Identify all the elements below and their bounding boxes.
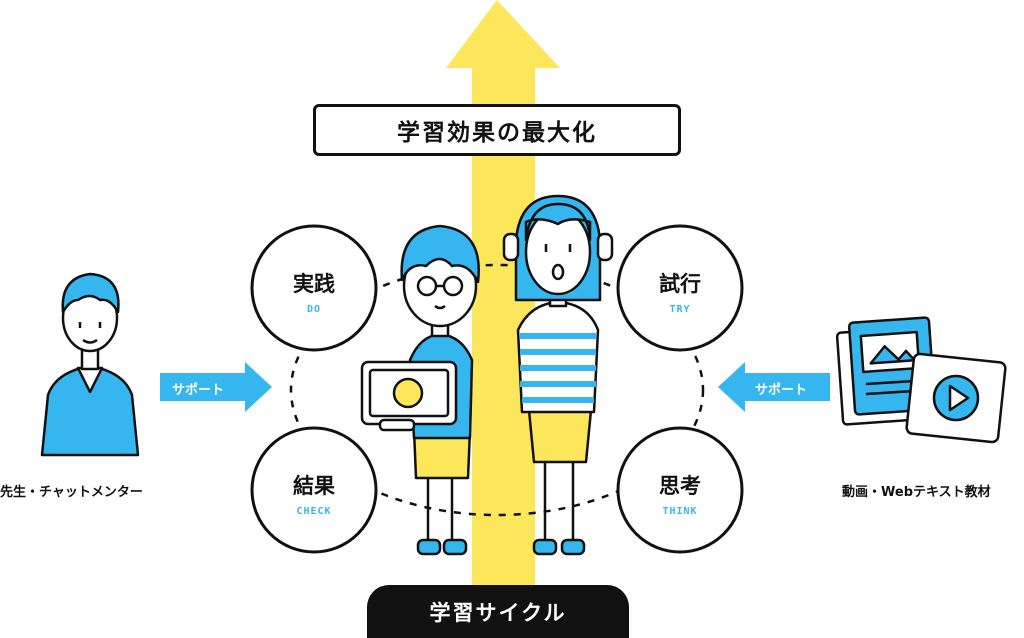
step-do-en: DO: [306, 304, 322, 315]
support-arrow-right: [718, 362, 830, 412]
step-try-en: TRY: [669, 304, 691, 315]
step-try-jp: 試行: [659, 272, 701, 296]
media-icons: [835, 316, 1007, 444]
step-check: 結果 CHECK: [249, 470, 379, 517]
boy-figure: [360, 224, 480, 556]
teacher-figure: [40, 272, 140, 457]
support-right-label: サポート: [755, 383, 808, 398]
teacher-label: 先生・チャットメンター: [0, 485, 143, 500]
step-do-jp: 実践: [293, 272, 335, 296]
step-do: 実践 DO: [249, 268, 379, 315]
step-think-jp: 思考: [659, 474, 701, 498]
step-try: 試行 TRY: [615, 268, 745, 315]
media-label: 動画・Webテキスト教材: [842, 485, 991, 500]
step-check-jp: 結果: [293, 474, 335, 498]
step-circles: [250, 224, 744, 554]
step-check-en: CHECK: [296, 506, 332, 517]
cycle-ring: [289, 263, 705, 517]
title-box: 学習効果の最大化: [313, 104, 681, 156]
support-left-label: サポート: [172, 383, 225, 398]
step-think-en: THINK: [662, 506, 698, 517]
support-arrow-left: [160, 362, 272, 412]
step-think: 思考 THINK: [615, 470, 745, 517]
cycle-label: 学習サイクル: [367, 585, 629, 638]
girl-figure: [502, 194, 614, 556]
